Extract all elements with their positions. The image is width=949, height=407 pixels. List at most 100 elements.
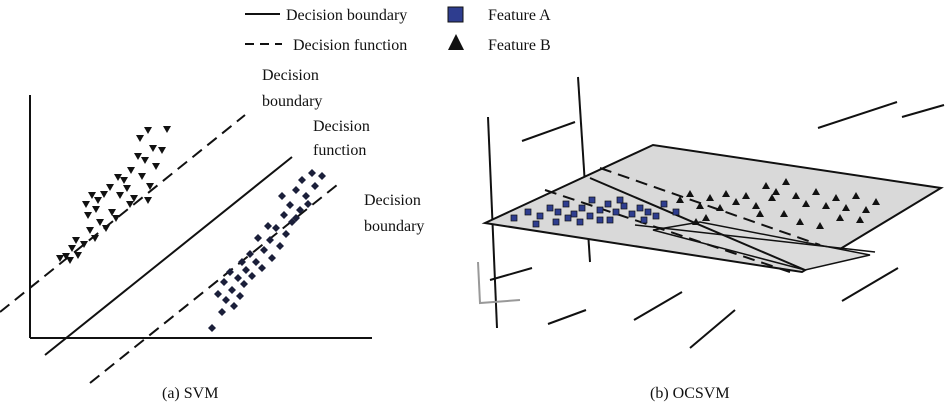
feature-a-point: [652, 212, 660, 220]
ocsvm-axis-fragment: [547, 309, 587, 325]
svm-feature-b-points: [56, 126, 171, 264]
feature-a-point: [564, 214, 572, 222]
feature-b-point: [134, 153, 142, 160]
svm-left-boundary-label-line2: boundary: [262, 93, 322, 110]
feature-a-square-icon: [447, 6, 464, 23]
feature-a-point: [296, 206, 304, 214]
feature-a-point: [628, 210, 636, 218]
feature-b-point: [872, 198, 880, 205]
feature-b-point: [812, 188, 820, 195]
ocsvm-lower-plane: [652, 221, 871, 271]
feature-b-point: [686, 190, 694, 197]
feature-b-point: [752, 202, 760, 209]
svm-decision-function-line: [44, 156, 293, 356]
feature-b-point: [100, 191, 108, 198]
feature-a-point: [254, 234, 262, 242]
ocsvm-origin-axes: [477, 261, 521, 305]
feature-a-point: [252, 258, 260, 266]
feature-b-point: [796, 218, 804, 225]
feature-a-point: [606, 216, 614, 224]
feature-a-point: [220, 278, 228, 286]
feature-b-point: [696, 202, 704, 209]
svm-left-boundary-label-line1: Decision: [262, 67, 319, 84]
ocsvm-decision-function-line: [544, 189, 791, 273]
feature-b-point: [102, 225, 110, 232]
feature-b-point: [782, 178, 790, 185]
feature-b-point: [138, 173, 146, 180]
feature-a-point: [230, 302, 238, 310]
feature-a-point: [578, 204, 586, 212]
feature-a-point: [264, 222, 272, 230]
feature-b-point: [144, 127, 152, 134]
feature-b-point: [123, 185, 131, 192]
feature-b-point: [136, 135, 144, 142]
svm-caption: (a) SVM: [162, 385, 218, 402]
feature-b-point: [852, 192, 860, 199]
feature-a-point: [588, 196, 596, 204]
feature-a-point: [636, 204, 644, 212]
feature-a-point: [278, 192, 286, 200]
feature-b-point: [62, 253, 70, 260]
feature-b-point: [108, 209, 116, 216]
feature-b-point: [56, 255, 64, 262]
feature-a-point: [552, 218, 560, 226]
feature-a-point: [562, 200, 570, 208]
feature-b-point: [163, 126, 171, 133]
feature-b-point: [768, 194, 776, 201]
feature-b-point: [66, 257, 74, 264]
feature-a-point: [234, 274, 242, 282]
feature-b-point: [146, 183, 154, 190]
feature-b-point: [144, 197, 152, 204]
feature-b-point: [732, 198, 740, 205]
feature-a-point: [258, 264, 266, 272]
feature-b-point: [706, 194, 714, 201]
feature-b-point: [742, 192, 750, 199]
feature-a-point: [228, 286, 236, 294]
legend-decision-function-label: Decision function: [293, 37, 407, 54]
feature-a-point: [242, 266, 250, 274]
ocsvm-axis-fragment: [521, 121, 576, 142]
feature-b-point: [120, 177, 128, 184]
feature-b-point: [716, 204, 724, 211]
feature-b-point: [816, 222, 824, 229]
feature-b-point: [106, 184, 114, 191]
feature-a-point: [292, 186, 300, 194]
feature-b-point: [94, 197, 102, 204]
feature-b-point: [158, 147, 166, 154]
feature-a-point: [604, 200, 612, 208]
feature-a-point: [260, 246, 268, 254]
feature-b-point: [822, 202, 830, 209]
feature-a-point: [510, 214, 518, 222]
feature-b-point: [126, 201, 134, 208]
feature-a-point: [554, 208, 562, 216]
legend-feature-a-label: Feature A: [488, 7, 551, 24]
ocsvm-feature-a-points: [510, 196, 680, 228]
feature-a-point: [532, 220, 540, 228]
feature-a-point: [596, 216, 604, 224]
feature-a-point: [280, 211, 288, 219]
feature-b-point: [780, 210, 788, 217]
feature-a-point: [672, 208, 680, 216]
feature-a-point: [620, 202, 628, 210]
ocsvm-caption: (b) OCSVM: [650, 385, 730, 402]
feature-b-point: [676, 196, 684, 203]
feature-a-point: [298, 176, 306, 184]
feature-b-point: [112, 215, 120, 222]
feature-a-point: [276, 242, 284, 250]
legend-decision-boundary-label: Decision boundary: [286, 7, 407, 24]
feature-a-point: [304, 200, 312, 208]
feature-b-point: [114, 174, 122, 181]
feature-b-point: [141, 157, 149, 164]
feature-b-point: [802, 200, 810, 207]
feature-a-point: [612, 208, 620, 216]
feature-b-point: [72, 237, 80, 244]
feature-b-point: [702, 214, 710, 221]
feature-b-point: [130, 195, 138, 202]
feature-a-point: [248, 272, 256, 280]
legend: Decision boundary Decision function Feat…: [245, 6, 551, 54]
feature-a-point: [292, 214, 300, 222]
feature-b-point: [832, 194, 840, 201]
feature-b-point: [92, 206, 100, 213]
feature-b-point: [842, 204, 850, 211]
svm-right-boundary-label-line1: Decision: [364, 192, 421, 209]
